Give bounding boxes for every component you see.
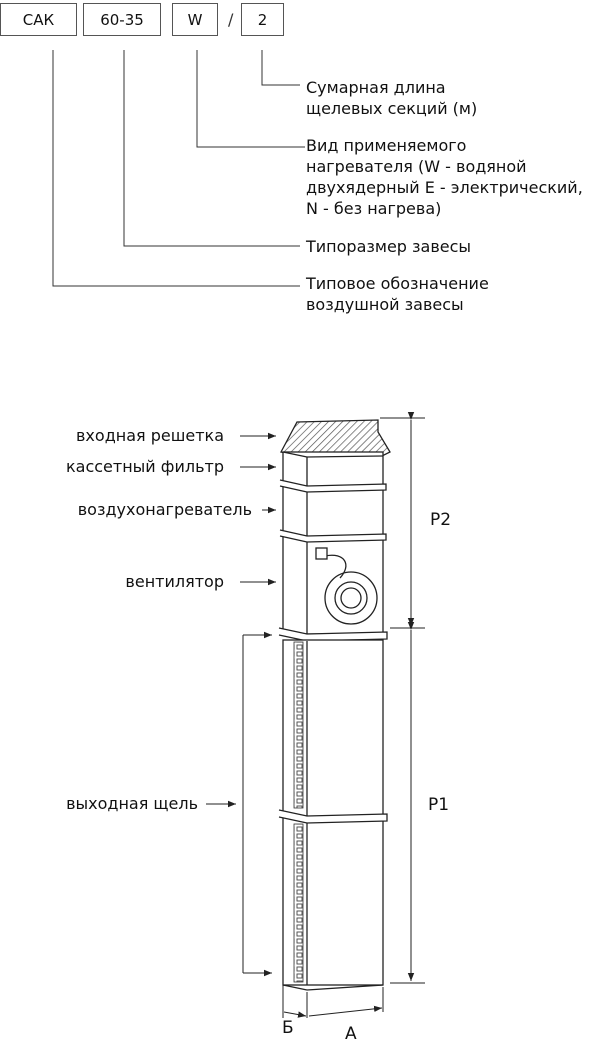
code-size-text: 60-35 [100,10,144,29]
part-arrows [206,432,276,808]
outlet-slot-lower [293,823,304,983]
leader-size [123,50,300,247]
label-air-heater: воздухонагреватель [77,500,252,519]
dim-p1-label: Р1 [428,795,450,815]
dim-a-label: А [345,1024,357,1044]
code-separator: / [228,10,234,29]
desc-designation: Типовое обозначение воздушной завесы [306,274,489,314]
leader-length [261,50,300,86]
dim-b-label: Б [282,1018,294,1038]
desc-heater-type: Вид применяемого нагревателя (W - водяно… [306,136,583,218]
fan-motor-cable [324,554,347,579]
dim-p2-label: Р2 [430,510,452,530]
desc-size: Типоразмер завесы [306,237,472,256]
leader-heater [196,50,305,148]
label-inlet-grille: входная решетка [76,426,224,445]
dim-a-line [308,1005,383,1017]
joint-4 [278,809,388,824]
dim-b-line [283,1011,307,1018]
joint-1 [279,479,387,493]
label-outlet-slot: выходная щель [66,794,198,813]
code-box-length: 2 [241,3,284,36]
fan-ring-inner [340,587,362,609]
fan-control-box [315,547,328,560]
curtain-unit [278,419,391,991]
code-heater-text: W [187,10,203,29]
code-box-size: 60-35 [83,3,161,36]
label-fan: вентилятор [125,572,224,591]
outlet-slot-upper [293,641,304,809]
code-leader-lines [52,50,305,287]
code-length-text: 2 [257,10,268,29]
code-type-text: САК [22,10,55,29]
code-box-heater: W [172,3,218,36]
desc-slot-length: Сумарная длина щелевых секций (м) [306,78,478,118]
dimension-lines [282,412,425,1018]
label-cassette-filter: кассетный фильтр [65,457,224,476]
leader-type [52,50,300,287]
outlet-slot-bracket [242,631,272,977]
joint-2 [279,529,387,543]
code-box-type: САК [0,3,77,36]
